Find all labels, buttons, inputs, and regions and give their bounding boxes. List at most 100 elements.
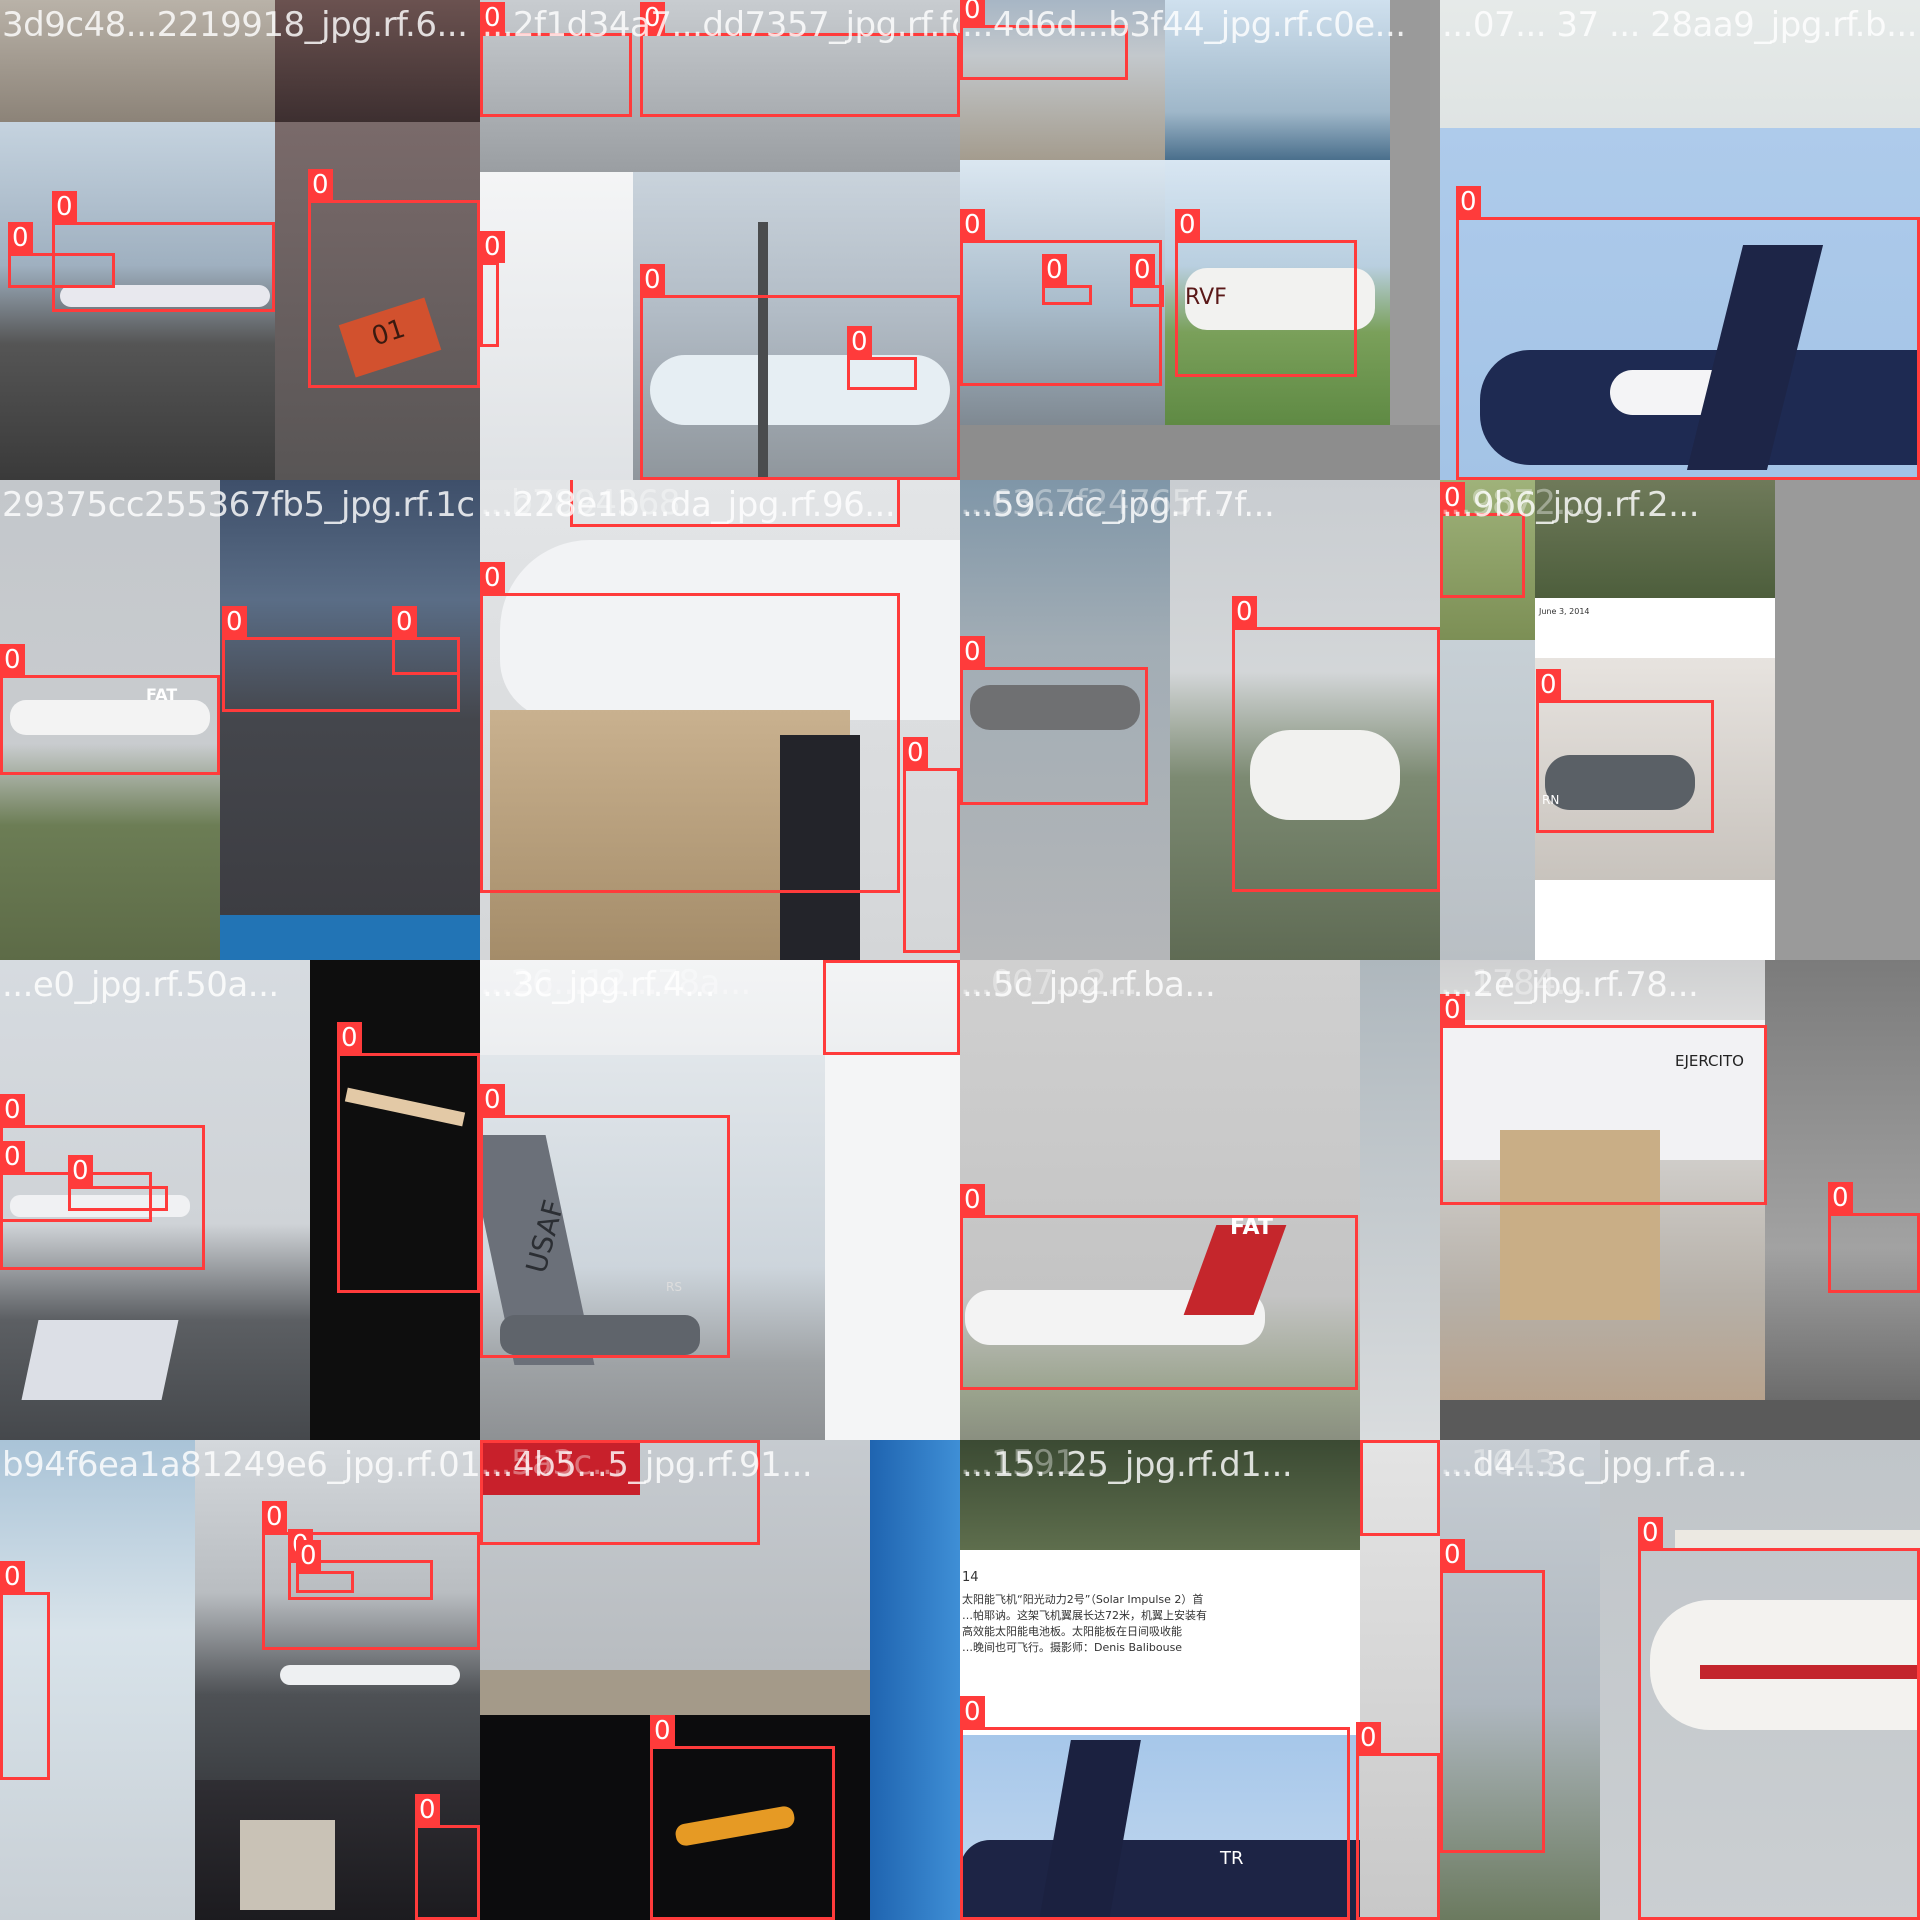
detection-box: 0: [823, 960, 960, 1055]
detection-box: 0: [1456, 186, 1920, 480]
detection-label: 0: [1828, 1182, 1853, 1214]
tile-filename: ...5c_jpg.rf.ba...: [962, 966, 1216, 1004]
detection-box: 0: [480, 562, 900, 893]
tile-filename: ...59...cc_jpg.rf.7f...: [962, 486, 1275, 524]
detection-label: 0: [52, 191, 77, 223]
detection-label: 0: [650, 1715, 675, 1747]
detection-label: 0: [480, 1084, 505, 1116]
detection-label: 0: [640, 2, 665, 34]
detection-box: 0: [52, 191, 275, 312]
detection-label: 0: [308, 169, 333, 201]
detection-label: 0: [337, 1022, 362, 1054]
detection-label: 0: [1456, 186, 1481, 218]
detection-box: 0: [960, 0, 1128, 80]
detection-label: 0: [1536, 669, 1561, 701]
tile-9: ...e0_jpg.rf.50a... 0 0 0 0: [0, 960, 480, 1440]
tile-filename-overlay: ...26...12...78a...: [480, 964, 751, 1002]
caption-line-1: 太阳能飞机“阳光动力2号”（Solar Impulse 2）首: [962, 1593, 1204, 1606]
detection-box: 0: [262, 1501, 480, 1650]
detection-box: 0: [1232, 596, 1440, 892]
tail-code: RS: [666, 1280, 682, 1294]
tile-filename: ...4d6d...b3f44_jpg.rf.c0e...: [962, 6, 1406, 44]
tile-filename: b94f6ea1a81249e6_jpg.rf.01...: [2, 1446, 478, 1484]
tail-fat-1: FAT: [146, 685, 178, 704]
detection-label: 0: [960, 1184, 985, 1216]
tile-10: USAF RS ...26...12...78a... ...3c_jpg.rf…: [480, 960, 960, 1440]
detection-label: 0: [960, 209, 985, 241]
detection-box: 0: [0, 1094, 205, 1270]
detection-label: 0: [0, 1141, 25, 1173]
tile-3: RVF ...4d6d...b3f44_jpg.rf.c0e... 0 0 0 …: [960, 0, 1440, 480]
detection-box: 0: [480, 231, 505, 347]
tile-filename: ...2e_jpg.rf.78...: [1442, 966, 1699, 1004]
detection-label: 0: [903, 737, 928, 769]
detection-label: 0: [1440, 1539, 1465, 1571]
detection-label: 0: [68, 1155, 93, 1187]
detection-label: 0: [415, 1794, 440, 1826]
tile-filename: ...07... 37 ... 28aa9_jpg.rf.b...: [1442, 6, 1918, 44]
tile-2: ...2f1d34a7...dd7357_jpg.rf.fde... 0 0 0…: [480, 0, 960, 480]
detection-label: 0: [1440, 482, 1465, 514]
detection-label: 0: [1638, 1517, 1663, 1549]
detection-box: 0: [1042, 254, 1092, 305]
detection-box: 0: [903, 737, 960, 953]
detection-label: 0: [1360, 1440, 1385, 1441]
tile-filename: ...9b6_jpg.rf.2...: [1442, 486, 1700, 524]
tile-8: June 3, 2014 RN ...9872... ...9b6_jpg.rf…: [1440, 480, 1920, 960]
detection-label: 0: [392, 606, 417, 638]
detection-box: 0: [480, 1440, 760, 1545]
detection-label: 0: [262, 1501, 287, 1533]
detection-box: 0: [1440, 482, 1525, 598]
detection-box: 0: [68, 1155, 168, 1211]
detection-box: 0: [337, 1022, 480, 1293]
caption-line-3: 高效能太阳能电池板。太阳能板在日间吸收能: [962, 1625, 1182, 1638]
detection-box: 0: [640, 2, 960, 117]
detection-label: 0: [222, 606, 247, 638]
tile-15: 14 太阳能飞机“阳光动力2号”（Solar Impulse 2）首 …帕耶讷。…: [960, 1440, 1440, 1920]
tile-filename-overlay: ...9872...: [1440, 484, 1587, 522]
detection-label: 0: [960, 0, 985, 26]
caption-line-2: …帕耶讷。这架飞机翼展长达72米，机翼上安装有: [962, 1609, 1207, 1622]
ejercito-marking: EJERCITO: [1675, 1052, 1744, 1070]
tr-marking: TR: [1220, 1848, 1244, 1869]
detection-box: 0: [8, 222, 115, 288]
tile-filename-overlay: ...1643...: [1440, 1444, 1587, 1482]
detection-label: 0: [296, 1540, 321, 1572]
detection-box: 0: [415, 1794, 480, 1920]
detection-box: 0: [1130, 254, 1164, 307]
tile-filename: 29375cc255367fb5_jpg.rf.1c...: [2, 486, 478, 524]
detection-label: 0: [1232, 596, 1257, 628]
tile-filename-overlay: ...b7894368...: [480, 484, 711, 522]
detection-label: 0: [480, 2, 505, 34]
detection-label: 0: [480, 1440, 505, 1441]
rn-marking: RN: [1542, 793, 1560, 807]
detection-box: 0: [650, 1715, 835, 1920]
detection-box: 0: [960, 1696, 1350, 1920]
detection-box: 0: [392, 606, 460, 675]
detection-label: 0: [480, 562, 505, 594]
tile-filename: ...d4...3c_jpg.rf.a...: [1442, 1446, 1748, 1484]
tile-filename: ...e0_jpg.rf.50a...: [2, 966, 279, 1004]
tile-5: FAT 29375cc255367fb5_jpg.rf.1c... 0 0 0: [0, 480, 480, 960]
detection-box: 0: [960, 209, 1162, 386]
detection-label: 0: [1130, 254, 1155, 286]
detection-label: 0: [0, 644, 25, 676]
detection-box: 0: [570, 480, 900, 527]
detection-box: 0: [1536, 669, 1714, 833]
tile-6: ...b7894368... ...228e1b...da_jpg.rf.96.…: [480, 480, 960, 960]
detection-label: 0: [1042, 254, 1067, 286]
detection-box: 0: [1175, 209, 1357, 377]
detection-label: 0: [960, 636, 985, 668]
tile-filename: ...15...25_jpg.rf.d1...: [962, 1446, 1293, 1484]
detection-label: 0: [823, 960, 848, 961]
tile-7: ...6367f24765... ...59...cc_jpg.rf.7f...…: [960, 480, 1440, 960]
detection-label: 0: [847, 326, 872, 358]
detection-label: 0: [1356, 1722, 1381, 1754]
caption-date: June 3, 2014: [1539, 607, 1590, 616]
detection-box: 0: [296, 1540, 354, 1593]
detection-box: 0: [308, 169, 480, 388]
tail-fat-2: FAT: [1230, 1215, 1273, 1240]
tile-14: ...5a3c... ...4b5...5_jpg.rf.91... 0 0: [480, 1440, 960, 1920]
caption-num: 14: [962, 1570, 979, 1585]
